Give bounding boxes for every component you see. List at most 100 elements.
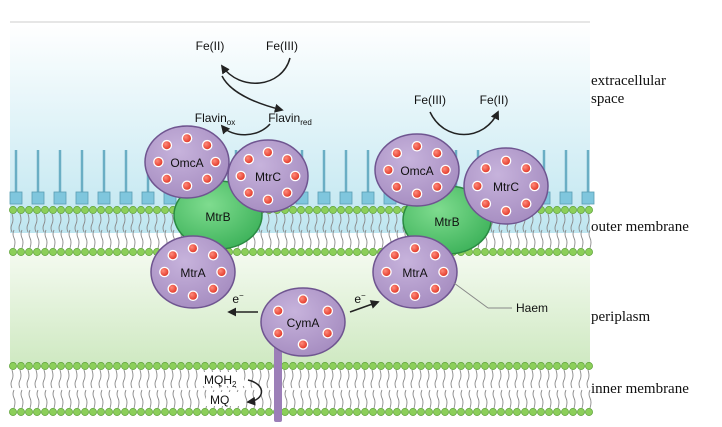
- fe3-left-label: Fe(III): [266, 39, 298, 53]
- lipid-head: [89, 248, 97, 256]
- haem-icon: [162, 141, 171, 150]
- lipid-head: [217, 362, 225, 370]
- haem-icon: [390, 284, 399, 293]
- lipid-head: [161, 408, 169, 416]
- lipid-head: [553, 248, 561, 256]
- lipid-tail: [20, 389, 24, 409]
- lipid-tail: [436, 389, 440, 409]
- lipid-head: [233, 248, 241, 256]
- lipid-head: [105, 408, 113, 416]
- lipid-head: [449, 362, 457, 370]
- lipid-tail: [332, 229, 336, 249]
- lipid-tail: [42, 213, 46, 233]
- lipid-tail: [548, 389, 552, 409]
- lipid-head: [377, 362, 385, 370]
- lipid-head: [161, 206, 169, 214]
- lipid-tail: [348, 229, 352, 249]
- lipid-tail: [138, 369, 142, 389]
- haem-icon: [411, 291, 419, 300]
- lipid-tail: [554, 369, 558, 389]
- lipid-tail: [516, 389, 520, 409]
- lipid-head: [393, 408, 401, 416]
- lipid-head: [57, 408, 65, 416]
- lipid-tail: [578, 213, 582, 233]
- lipid-tail: [266, 213, 270, 233]
- lipid-tail: [362, 369, 366, 389]
- lipid-head: [153, 206, 161, 214]
- lipid-head: [521, 408, 529, 416]
- lipid-tail: [164, 389, 168, 409]
- fe2-left-label: Fe(II): [196, 39, 225, 53]
- lipid-tail: [84, 389, 88, 409]
- lipid-head: [585, 206, 593, 214]
- lipid-tail: [450, 369, 454, 389]
- lipid-head: [553, 408, 561, 416]
- lipid-head: [73, 248, 81, 256]
- lipid-tail: [394, 369, 398, 389]
- lipid-tail: [298, 369, 302, 389]
- lipid-tail: [452, 389, 456, 409]
- lipid-tail: [170, 369, 174, 389]
- lipid-head: [545, 248, 553, 256]
- lipid-tail: [388, 389, 392, 409]
- lipid-tail: [52, 229, 56, 249]
- haem-icon: [323, 306, 332, 315]
- lipid-tail: [426, 369, 430, 389]
- lipid-head: [345, 248, 353, 256]
- lipid-head: [313, 206, 321, 214]
- lipid-head: [281, 408, 289, 416]
- lipid-tail: [18, 213, 22, 233]
- lipid-head: [113, 206, 121, 214]
- lipid-tail: [290, 369, 294, 389]
- lipid-tail: [10, 369, 14, 389]
- lipid-head: [297, 206, 305, 214]
- lipid-tail: [50, 369, 54, 389]
- lipid-tail: [586, 213, 590, 233]
- haem-icon: [183, 134, 191, 143]
- haem-icon: [433, 182, 442, 191]
- haem-icon: [411, 244, 419, 253]
- lipid-tail: [540, 229, 544, 249]
- lipid-head: [345, 408, 353, 416]
- lipid-tail: [300, 229, 304, 249]
- haem-icon: [283, 155, 292, 164]
- lipid-head: [137, 206, 145, 214]
- lipid-head: [41, 408, 49, 416]
- haem-icon: [433, 149, 442, 158]
- lipid-head: [81, 248, 89, 256]
- lipid-head: [161, 362, 169, 370]
- lipid-head: [137, 408, 145, 416]
- lipid-tail: [354, 369, 358, 389]
- lipid-head: [297, 248, 305, 256]
- lipid-head: [73, 408, 81, 416]
- lipid-head: [209, 362, 217, 370]
- lipid-tail: [578, 369, 582, 389]
- lipid-tail: [34, 369, 38, 389]
- inner-membrane-bilayer: [9, 362, 593, 416]
- lipid-head: [137, 248, 145, 256]
- lipid-tail: [154, 369, 158, 389]
- lipid-tail: [412, 389, 416, 409]
- lipid-tail: [178, 369, 182, 389]
- lipid-head: [465, 362, 473, 370]
- haem-icon: [481, 164, 490, 173]
- lipid-tail: [538, 369, 542, 389]
- lipid-tail: [162, 213, 166, 233]
- haem-icon: [481, 199, 490, 208]
- mtra-right: MtrA: [372, 235, 458, 309]
- lipid-head: [585, 248, 593, 256]
- lipid-head: [497, 248, 505, 256]
- lipid-tail: [380, 389, 384, 409]
- lipid-tail: [562, 213, 566, 233]
- haem-icon: [431, 251, 440, 260]
- lipid-head: [25, 206, 33, 214]
- lipid-head: [81, 206, 89, 214]
- lipid-head: [121, 362, 129, 370]
- lipid-head: [241, 362, 249, 370]
- lipid-tail: [276, 229, 280, 249]
- haem-icon: [236, 172, 245, 180]
- lipid-head: [361, 362, 369, 370]
- flavin-cycle: Fe(II) Fe(III) Flavinox Flavinred: [195, 39, 312, 136]
- haem-icon: [441, 166, 450, 174]
- lipid-tail: [140, 229, 144, 249]
